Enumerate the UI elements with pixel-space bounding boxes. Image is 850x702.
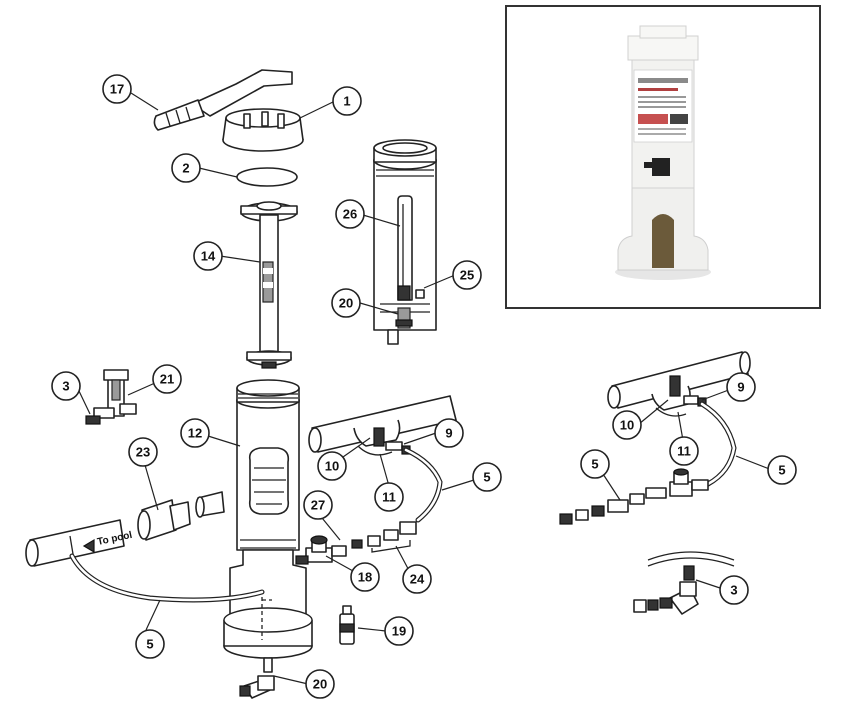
callout-10-right: 10 [612,410,642,440]
callout-10-middle: 10 [317,451,347,481]
part-21-check-valve [93,369,137,419]
svg-text:26: 26 [343,207,357,222]
svg-text:19: 19 [392,624,406,639]
part-12-main-body [223,379,313,659]
part-11-saddle-clamp [357,427,393,456]
callout-19: 19 [384,616,414,646]
svg-text:3: 3 [730,583,737,598]
pool-return-pipe: To pool [25,519,133,567]
product-photo-inset [505,5,821,309]
svg-text:20: 20 [313,677,327,692]
svg-text:9: 9 [445,426,452,441]
callout-23: 23 [128,437,158,467]
svg-text:10: 10 [325,459,339,474]
part-18-check-valve [295,535,347,565]
callout-1: 1 [332,86,362,116]
callout-5-middle: 5 [472,462,502,492]
svg-text:1: 1 [343,94,350,109]
part-3-injector-fitting [633,551,735,615]
callout-20-bottom: 20 [305,669,335,699]
part-26-cutaway-body [373,139,437,345]
part-20-drain-fitting-bottom [239,657,275,699]
part-1-cap-ring [222,108,304,152]
svg-text:14: 14 [201,249,216,264]
right-check-valve-assembly [645,468,709,499]
svg-text:5: 5 [146,637,153,652]
svg-text:20: 20 [339,296,353,311]
callout-24: 24 [402,564,432,594]
callout-27: 27 [303,490,333,520]
part-2-o-ring [236,167,298,187]
svg-text:5: 5 [591,457,598,472]
callout-3-right: 3 [719,575,749,605]
callout-5-left: 5 [135,629,165,659]
callout-17: 17 [102,74,132,104]
svg-text:17: 17 [110,82,124,97]
svg-text:18: 18 [358,570,372,585]
part-5-tubing-right-lower [559,493,645,525]
svg-text:5: 5 [483,470,490,485]
part-19-lubricant-bottle [339,605,355,645]
callout-21: 21 [152,364,182,394]
part-24-fitting-set [351,521,417,553]
callout-2: 2 [171,153,201,183]
svg-text:27: 27 [311,498,325,513]
svg-text:11: 11 [382,490,396,505]
svg-text:9: 9 [737,380,744,395]
part-14-center-tube [240,201,298,369]
svg-text:12: 12 [188,426,202,441]
part-5-tubing-right-upper [699,401,737,487]
svg-text:23: 23 [136,445,150,460]
callout-20-top: 20 [331,288,361,318]
part-17-wrench [153,69,293,131]
callout-3-left: 3 [51,371,81,401]
part-25-valve [397,285,425,301]
svg-text:5: 5 [778,463,785,478]
part-11-saddle-clamp-right [655,375,687,417]
callout-9-middle: 9 [434,418,464,448]
callout-11-right: 11 [669,436,699,466]
callout-9-right: 9 [726,372,756,402]
callout-26: 26 [335,199,365,229]
svg-text:25: 25 [460,268,474,283]
svg-text:3: 3 [62,379,69,394]
callout-14: 14 [193,241,223,271]
part-3-nozzle [85,415,101,425]
part-20-drain-fitting-top [395,307,413,329]
callout-12: 12 [180,418,210,448]
callout-5-right-lower: 5 [580,449,610,479]
svg-text:2: 2 [182,161,189,176]
svg-text:24: 24 [410,572,425,587]
callout-5-right-upper: 5 [767,455,797,485]
part-23-union [137,491,225,541]
svg-text:11: 11 [677,444,691,459]
svg-text:10: 10 [620,418,634,433]
callout-18: 18 [350,562,380,592]
part-5-tubing-left [69,553,265,603]
svg-text:21: 21 [160,372,174,387]
callout-25: 25 [452,260,482,290]
callout-11-middle: 11 [374,482,404,512]
chlorinator-photo [615,25,711,280]
part-5-tubing-middle [403,447,443,523]
